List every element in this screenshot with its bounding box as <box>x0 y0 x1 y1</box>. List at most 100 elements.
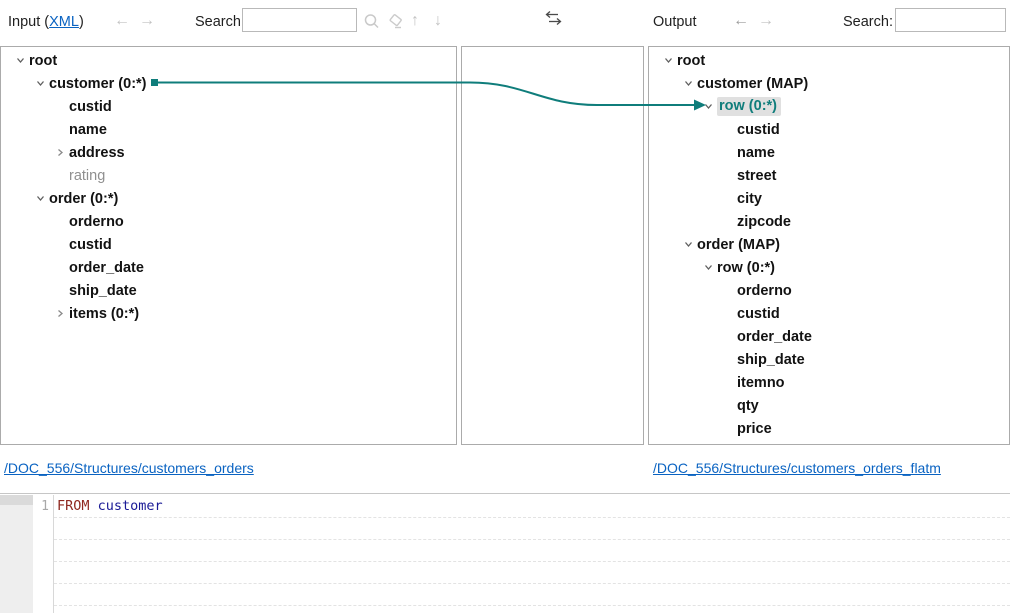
tree-item-orderno[interactable]: orderno <box>649 279 1009 302</box>
tree-item-label: orderno <box>737 282 792 299</box>
chevron-down-icon[interactable] <box>31 190 49 208</box>
tree-item-customer-map[interactable]: customer (MAP) <box>649 72 1009 95</box>
output-panel-title: Output <box>653 14 697 30</box>
chevron-spacer <box>719 351 737 369</box>
tree-item-label: city <box>737 190 762 207</box>
chevron-down-icon[interactable] <box>659 52 677 70</box>
tree-item-address[interactable]: address <box>1 141 456 164</box>
tree-item-custid[interactable]: custid <box>649 302 1009 325</box>
tree-item-ship-date[interactable]: ship_date <box>649 348 1009 371</box>
tree-item-root[interactable]: root <box>649 49 1009 72</box>
chevron-spacer <box>51 213 69 231</box>
tree-item-custid[interactable]: custid <box>1 95 456 118</box>
chevron-spacer <box>719 397 737 415</box>
chevron-down-icon[interactable] <box>699 98 717 116</box>
empty-code-line[interactable] <box>54 584 1010 606</box>
tree-item-label: rating <box>69 167 106 184</box>
tree-item-order-map[interactable]: order (MAP) <box>649 233 1009 256</box>
chevron-spacer <box>719 374 737 392</box>
tree-item-rating[interactable]: rating <box>1 164 456 187</box>
chevron-down-icon[interactable] <box>699 259 717 277</box>
chevron-spacer <box>51 121 69 139</box>
tree-item-row-0[interactable]: row (0:*) <box>649 95 1009 118</box>
tree-item-order-0[interactable]: order (0:*) <box>1 187 456 210</box>
tree-item-row-0[interactable]: row (0:*) <box>649 256 1009 279</box>
chevron-spacer <box>719 190 737 208</box>
tree-item-order-date[interactable]: order_date <box>649 325 1009 348</box>
tree-item-customer-0[interactable]: customer (0:*) <box>1 72 456 95</box>
output-search-input[interactable] <box>895 8 1006 32</box>
expression-editor[interactable]: 1 FROM customer <box>0 493 1010 613</box>
chevron-spacer <box>719 328 737 346</box>
tree-item-order-date[interactable]: order_date <box>1 256 456 279</box>
chevron-spacer <box>719 213 737 231</box>
empty-code-line[interactable] <box>54 518 1010 540</box>
tree-item-name[interactable]: name <box>649 141 1009 164</box>
tree-item-street[interactable]: street <box>649 164 1009 187</box>
input-forward-arrow-icon[interactable]: → <box>139 12 155 29</box>
editor-scrollbar[interactable] <box>0 495 33 613</box>
empty-code-line[interactable] <box>54 540 1010 562</box>
code-line[interactable]: FROM customer <box>54 495 1010 518</box>
tree-item-orderno[interactable]: orderno <box>1 210 456 233</box>
tree-item-label: orderno <box>69 213 124 230</box>
tree-item-label: zipcode <box>737 213 791 230</box>
clear-search-eraser-icon[interactable] <box>386 13 405 36</box>
code-area[interactable]: FROM customer <box>54 495 1010 613</box>
tree-item-label: order_date <box>69 259 144 276</box>
output-tree-panel: root customer (MAP) row (0:*) custid name str… <box>648 46 1010 445</box>
chevron-down-icon[interactable] <box>11 52 29 70</box>
tree-item-label: ship_date <box>737 351 805 368</box>
tree-item-label: row (0:*) <box>717 97 781 116</box>
tree-item-custid[interactable]: custid <box>1 233 456 256</box>
editor-scrollbar-thumb[interactable] <box>0 495 33 505</box>
chevron-right-icon[interactable] <box>51 305 69 323</box>
input-panel-title: Input (XML) <box>8 14 84 30</box>
code-token-keyword: FROM <box>57 498 90 514</box>
tree-item-zipcode[interactable]: zipcode <box>649 210 1009 233</box>
find-previous-icon[interactable]: ↑ <box>411 12 419 29</box>
chevron-spacer <box>719 144 737 162</box>
line-number: 1 <box>41 499 49 514</box>
tree-item-label: custid <box>737 305 780 322</box>
chevron-spacer <box>719 305 737 323</box>
chevron-spacer <box>719 282 737 300</box>
search-magnifier-icon[interactable] <box>363 13 381 36</box>
output-back-arrow-icon[interactable]: ← <box>733 12 749 29</box>
chevron-down-icon[interactable] <box>679 75 697 93</box>
input-structure-link[interactable]: /DOC_556/Structures/customers_orders <box>4 460 254 476</box>
tree-item-label: order_date <box>737 328 812 345</box>
chevron-spacer <box>51 259 69 277</box>
chevron-right-icon[interactable] <box>51 144 69 162</box>
tree-item-items-0[interactable]: items (0:*) <box>1 302 456 325</box>
tree-item-label: custid <box>69 98 112 115</box>
tree-item-root[interactable]: root <box>1 49 456 72</box>
empty-code-line[interactable] <box>54 562 1010 584</box>
tree-item-custid[interactable]: custid <box>649 118 1009 141</box>
output-structure-link[interactable]: /DOC_556/Structures/customers_orders_fla… <box>653 460 941 476</box>
mapping-canvas[interactable] <box>461 46 644 445</box>
chevron-spacer <box>51 282 69 300</box>
chevron-down-icon[interactable] <box>679 236 697 254</box>
chevron-down-icon[interactable] <box>31 75 49 93</box>
gutter-separator <box>53 495 54 613</box>
tree-item-qty[interactable]: qty <box>649 394 1009 417</box>
tree-item-itemno[interactable]: itemno <box>649 371 1009 394</box>
input-back-arrow-icon[interactable]: ← <box>114 12 130 29</box>
input-format-link[interactable]: XML <box>49 14 79 30</box>
tree-item-price[interactable]: price <box>649 417 1009 440</box>
find-next-icon[interactable]: ↓ <box>434 12 442 29</box>
tree-item-label: itemno <box>737 374 785 391</box>
chevron-spacer <box>719 167 737 185</box>
tree-item-city[interactable]: city <box>649 187 1009 210</box>
line-number-gutter: 1 <box>33 495 52 613</box>
tree-item-ship-date[interactable]: ship_date <box>1 279 456 302</box>
chevron-spacer <box>719 420 737 438</box>
tree-item-name[interactable]: name <box>1 118 456 141</box>
swap-input-output-icon[interactable] <box>541 9 563 34</box>
tree-item-label: customer (MAP) <box>697 75 809 92</box>
tree-item-label: name <box>737 144 775 161</box>
output-forward-arrow-icon[interactable]: → <box>758 12 774 29</box>
input-search-input[interactable] <box>242 8 357 32</box>
